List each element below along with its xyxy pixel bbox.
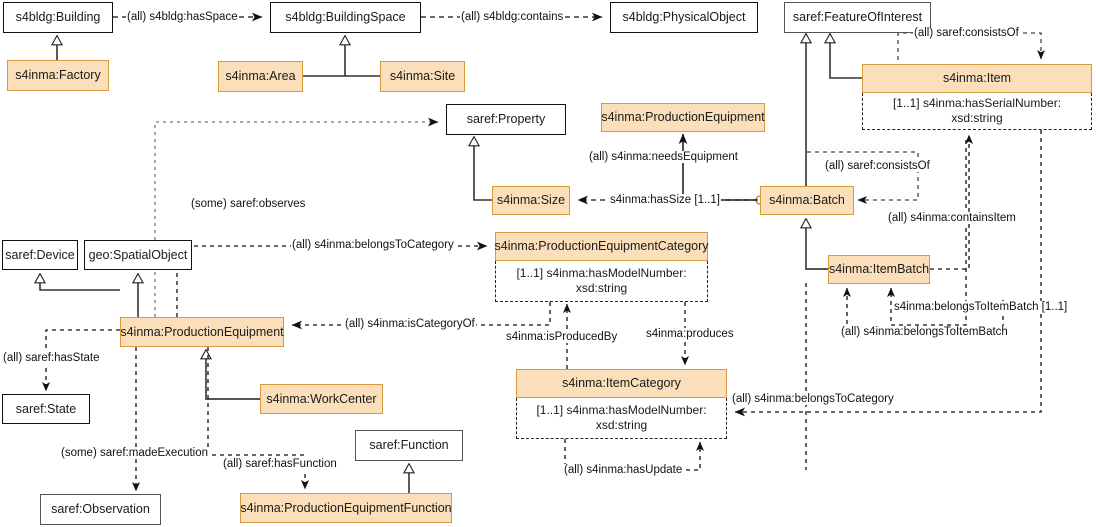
class-s4inma-batch[interactable]: s4inma:Batch bbox=[760, 186, 854, 215]
attribute-hasmodelnumber-line2: xsd:string bbox=[575, 281, 628, 295]
class-label: geo:SpatialObject bbox=[88, 247, 188, 262]
edge-label-belongstocategory-ic: (all) s4inma:belongsToCategory bbox=[731, 393, 895, 405]
class-s4inma-itemcategory[interactable]: s4inma:ItemCategory bbox=[516, 369, 727, 398]
attribute-hasmodelnumber-line1: [1..1] s4inma:hasModelNumber: bbox=[516, 266, 687, 280]
edge-label-hasfunction: (all) saref:hasFunction bbox=[222, 458, 338, 470]
class-s4bldg-building[interactable]: s4bldg:Building bbox=[3, 2, 113, 33]
class-s4inma-area[interactable]: s4inma:Area bbox=[218, 61, 303, 92]
class-label: s4inma:ProductionEquipmentFunction bbox=[240, 500, 452, 515]
class-s4inma-itembatch[interactable]: s4inma:ItemBatch bbox=[828, 255, 930, 284]
edge-label-hasspace: (all) s4bldg:hasSpace bbox=[126, 11, 239, 23]
class-saref-property[interactable]: saref:Property bbox=[446, 104, 566, 135]
class-geo-spatialobject[interactable]: geo:SpatialObject bbox=[84, 240, 192, 270]
edge-label-iscategoryof: (all) s4inma:isCategoryOf bbox=[344, 318, 476, 330]
edge-label-needsequipment: (all) s4inma:needsEquipment bbox=[588, 151, 739, 163]
edge-label-hasupdate: (all) s4inma:hasUpdate bbox=[563, 464, 684, 476]
class-s4inma-productionequipmentcategory[interactable]: s4inma:ProductionEquipmentCategory bbox=[494, 232, 709, 261]
class-label: s4bldg:PhysicalObject bbox=[622, 10, 746, 25]
class-s4inma-factory[interactable]: s4inma:Factory bbox=[7, 60, 109, 91]
class-s4bldg-buildingspace[interactable]: s4bldg:BuildingSpace bbox=[270, 2, 421, 33]
class-label: s4inma:ProductionEquipment bbox=[120, 324, 284, 339]
class-s4inma-site[interactable]: s4inma:Site bbox=[380, 61, 465, 92]
class-saref-featureofinterest[interactable]: saref:FeatureOfInterest bbox=[784, 2, 931, 33]
class-s4inma-productionequipment-top[interactable]: s4inma:ProductionEquipment bbox=[601, 103, 765, 132]
edge-label-consistsof-batch: (all) saref:consistsOf bbox=[824, 160, 931, 172]
class-label: s4inma:ItemCategory bbox=[562, 376, 681, 391]
class-saref-function[interactable]: saref:Function bbox=[355, 430, 463, 461]
attribute-hasmodelnumber-line2: xsd:string bbox=[595, 418, 648, 432]
edge-label-produces: s4inma:produces bbox=[645, 328, 735, 340]
edge-label-isproducedby: s4inma:isProducedBy bbox=[505, 331, 619, 343]
class-saref-device[interactable]: saref:Device bbox=[2, 240, 78, 270]
edge-label-belongstoitembatch-max: s4inma:belongsToItemBatch [1..1] bbox=[893, 301, 1069, 313]
class-label: saref:State bbox=[15, 401, 77, 416]
class-label: saref:FeatureOfInterest bbox=[792, 10, 923, 25]
class-label: saref:Device bbox=[5, 247, 75, 262]
class-label: s4inma:ProductionEquipmentCategory bbox=[494, 239, 709, 254]
edge-label-hassize: s4inma:hasSize [1..1] bbox=[609, 194, 721, 206]
class-label: s4inma:Size bbox=[496, 193, 566, 208]
class-label: saref:Property bbox=[466, 112, 546, 127]
class-label: s4inma:Item bbox=[942, 71, 1012, 86]
class-s4inma-item[interactable]: s4inma:Item bbox=[862, 64, 1092, 93]
edge-label-madeexecution: (some) saref:madeExecution bbox=[60, 447, 210, 459]
class-label: s4inma:ProductionEquipment bbox=[601, 110, 765, 125]
class-label: s4inma:Factory bbox=[15, 68, 101, 83]
class-label: s4inma:Site bbox=[389, 69, 456, 84]
edge-label-containsitem: (all) s4inma:containsItem bbox=[887, 212, 1017, 224]
class-s4inma-item-attributes: [1..1] s4inma:hasSerialNumber: xsd:strin… bbox=[862, 93, 1092, 130]
class-label: s4bldg:Building bbox=[15, 10, 101, 25]
class-s4inma-productionequipment[interactable]: s4inma:ProductionEquipment bbox=[120, 317, 284, 347]
class-label: s4bldg:BuildingSpace bbox=[285, 10, 406, 25]
attribute-hasmodelnumber-line1: [1..1] s4inma:hasModelNumber: bbox=[536, 403, 707, 417]
class-label: saref:Function bbox=[369, 438, 449, 453]
class-s4inma-itemcategory-attributes: [1..1] s4inma:hasModelNumber: xsd:string bbox=[516, 398, 727, 439]
class-saref-observation[interactable]: saref:Observation bbox=[40, 494, 161, 525]
class-s4inma-size[interactable]: s4inma:Size bbox=[492, 186, 570, 215]
edge-label-hasstate: (all) saref:hasState bbox=[2, 352, 101, 364]
class-label: saref:Observation bbox=[51, 502, 150, 517]
class-label: s4inma:ItemBatch bbox=[828, 262, 930, 277]
edge-label-consistsof-item: (all) saref:consistsOf bbox=[913, 27, 1020, 39]
class-label: s4inma:Area bbox=[225, 69, 296, 84]
edge-label-belongstocategory-pe: (all) s4inma:belongsToCategory bbox=[291, 239, 455, 251]
class-s4inma-workcenter[interactable]: s4inma:WorkCenter bbox=[260, 384, 383, 414]
attribute-hasserialnumber: [1..1] s4inma:hasSerialNumber: xsd:strin… bbox=[892, 96, 1062, 125]
class-label: s4inma:WorkCenter bbox=[266, 391, 377, 406]
class-label: s4inma:Batch bbox=[769, 193, 845, 208]
class-s4inma-productionequipmentfunction[interactable]: s4inma:ProductionEquipmentFunction bbox=[240, 493, 452, 523]
class-saref-state[interactable]: saref:State bbox=[2, 394, 90, 424]
edge-label-observes: (some) saref:observes bbox=[190, 198, 307, 210]
edge-label-contains: (all) s4bldg:contains bbox=[460, 11, 565, 23]
class-s4bldg-physicalobject[interactable]: s4bldg:PhysicalObject bbox=[610, 2, 758, 33]
class-s4inma-productionequipmentcategory-attributes: [1..1] s4inma:hasModelNumber: xsd:string bbox=[495, 261, 708, 302]
edge-label-belongstoitembatch-all: (all) s4inma:belongsToItemBatch bbox=[840, 326, 1009, 338]
